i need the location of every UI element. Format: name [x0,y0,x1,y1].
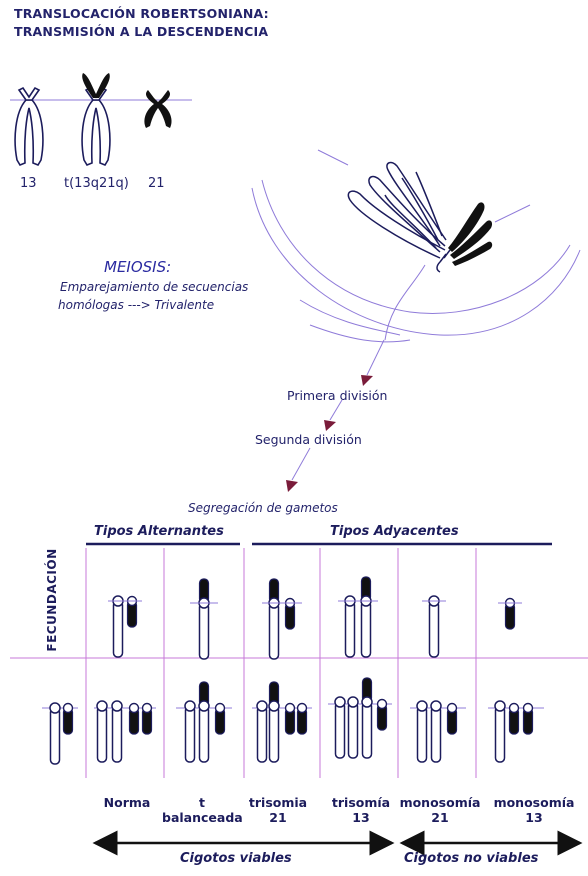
chromosome-21-label: 21 [148,176,165,191]
trivalent-figure [347,161,451,273]
result-trisomy-13: trisomía 13 [326,795,396,825]
zygote-monosomy-13 [488,700,544,763]
result-normal: Norma [88,795,166,810]
zygote-normal [94,700,156,763]
footer-viable: Cigotos viables [180,851,292,866]
chromosome-21 [144,90,172,128]
gamete-centromere-lines [108,600,522,604]
gamete-adjacent-2 [344,576,372,658]
result-trisomy-13-line1: trisomía [331,795,391,810]
gamete-balanced [198,578,210,660]
result-monosomy-13: monosomía 13 [486,795,582,825]
chromosome-translocation [81,73,111,166]
result-normal-line1: Norma [103,795,151,810]
title-line-1: TRANSLOCACIÓN ROBERTSONIANA: [14,6,269,21]
zygote-trisomy-21 [252,681,312,763]
result-balanced-line2: balanceada [162,810,243,825]
zygote-trisomy-13 [328,677,392,759]
fecundacion-label: FECUNDACIÓN [45,548,59,652]
meiosis-heading: MEIOSIS: [104,258,172,276]
table-grid [10,548,588,778]
gamete-adjacent-3 [428,595,440,658]
gamete-adjacent-1 [268,578,296,660]
result-trisomy-21-line2: 21 [269,810,287,825]
gamete-normal [112,595,138,658]
meiosis-arcs [251,149,581,343]
result-trisomy-21: trisomia 21 [244,795,312,825]
result-trisomy-21-line1: trisomia [248,795,308,810]
result-monosomy-21-line1: monosomía [399,795,481,810]
result-balanced: t balanceada [162,795,243,825]
result-balanced-line1: t [199,795,205,810]
result-trisomy-13-line2: 13 [352,810,370,825]
process-arrows [286,339,385,492]
fecundation-gamete [42,702,78,765]
header-adjacent: Tipos Adyacentes [330,524,459,539]
zygote-balanced [176,681,232,763]
step-first-division: Primera división [287,388,388,403]
zygote-monosomy-21 [410,700,466,763]
header-alternating: Tipos Alternantes [94,524,224,539]
result-monosomy-21: monosomía 21 [396,795,484,825]
meiosis-line-2: homólogas ---> Trivalente [58,298,215,312]
result-monosomy-21-line2: 21 [431,810,449,825]
result-monosomy-13-line2: 13 [525,810,543,825]
trivalent-black-arms [448,202,493,266]
step-segregation: Segregación de gametos [188,501,338,515]
chromosome-t-label: t(13q21q) [64,176,129,191]
footer-non-viable: Cigotos no viables [404,851,539,866]
result-monosomy-13-line1: monosomía [493,795,575,810]
chromosome-13-label: 13 [20,176,37,191]
step-second-division: Segunda división [255,432,362,447]
meiosis-line-1: Emparejamiento de secuencias [60,280,249,294]
title-line-2: TRANSMISIÓN A LA DESCENDENCIA [14,24,269,39]
